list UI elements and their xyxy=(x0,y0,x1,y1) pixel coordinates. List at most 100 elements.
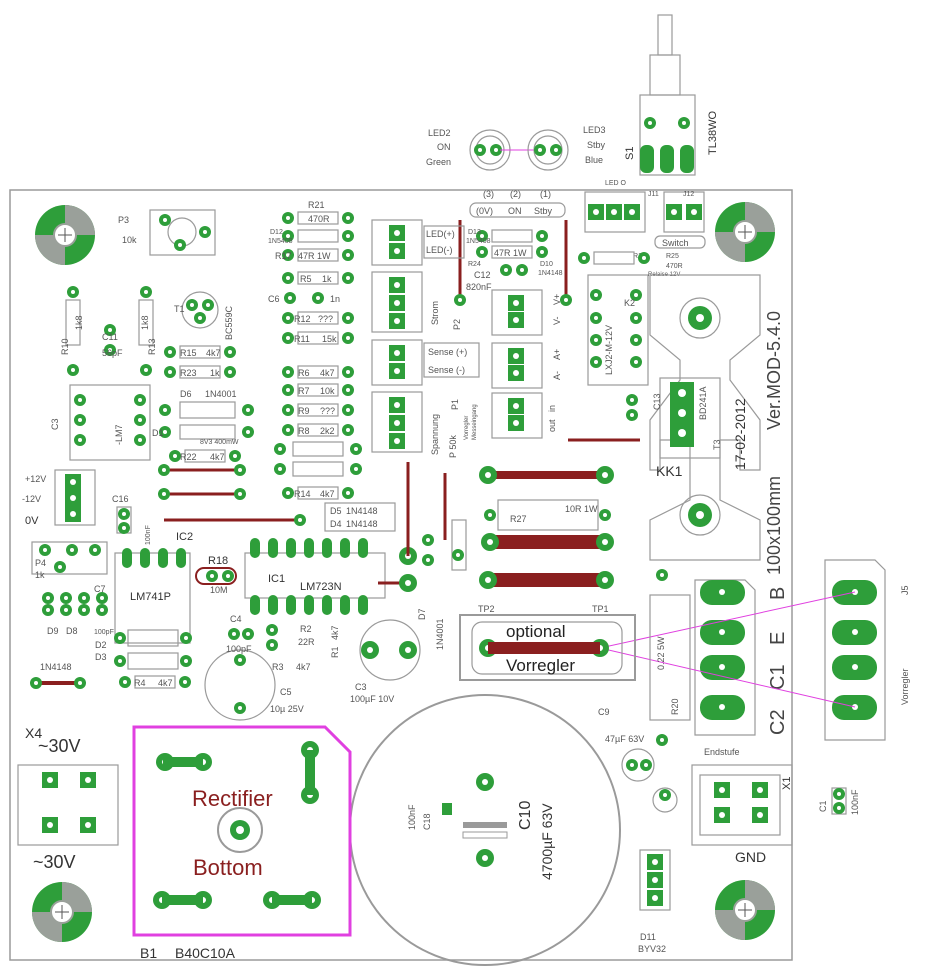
conn-spannung: Spannung xyxy=(371,391,440,455)
d12-label: D12 xyxy=(270,229,283,236)
r14-value: 4k7 xyxy=(320,489,335,499)
d12-value: 1N5408 xyxy=(268,238,293,245)
sense-minus: Sense (-) xyxy=(428,365,465,375)
ic1: IC1 LM723N xyxy=(244,538,386,615)
c7-value: 100pF xyxy=(94,629,114,636)
conn-led: LED(+) LED(-) xyxy=(371,219,465,266)
j5-vorregler: Vorregler xyxy=(900,668,910,705)
tp2: TP2 xyxy=(478,604,495,614)
board-date: 17-02-2012 xyxy=(732,398,748,470)
r15: R15 4k7 xyxy=(164,346,236,358)
t1-label: T1 xyxy=(174,304,185,314)
r14-label: R14 xyxy=(294,489,311,499)
r22-value: 4k7 xyxy=(210,452,225,462)
r10-value: 1k8 xyxy=(74,315,84,330)
r8-value: 2k2 xyxy=(320,426,335,436)
led2-name: LED2 xyxy=(428,128,451,138)
r1-value: 4k7 xyxy=(330,625,340,640)
c1: C1 xyxy=(818,800,828,812)
r15-value: 4k7 xyxy=(206,348,221,358)
d4-label: D4 xyxy=(330,519,342,529)
led2-on: ON xyxy=(437,142,451,152)
sel-0v: (0V) xyxy=(476,206,493,216)
led3: LED3 Stby Blue xyxy=(527,125,606,171)
supply-header: +12V -12V 0V xyxy=(22,469,96,527)
v-plus: V+ xyxy=(552,294,562,305)
terminal-x4: X4 ~30V ~30V xyxy=(17,725,119,872)
b1-value: B40C10A xyxy=(175,945,236,961)
d10-value: 1N4148 xyxy=(538,270,563,277)
r9-label: R9 xyxy=(298,406,310,416)
r23-label: R23 xyxy=(180,368,197,378)
c9: C9 xyxy=(598,707,610,717)
c5-value: 10µ 25V xyxy=(270,704,304,714)
r18-value: 10M xyxy=(210,585,228,595)
d11: D11 xyxy=(640,932,656,942)
c6-label: C6 xyxy=(268,294,280,304)
r24-value: 47R 1W xyxy=(494,248,527,258)
conn-sense: Sense (+) Sense (-) xyxy=(371,339,480,386)
d11-value: BYV32 xyxy=(638,944,666,954)
c11-label: C11 xyxy=(102,332,118,342)
r4: R4 xyxy=(134,678,146,688)
resistor-r27: R27 10R 1W xyxy=(484,499,611,531)
v12n: -12V xyxy=(22,494,41,504)
c4-value: 100pF xyxy=(226,644,252,654)
a-plus: A+ xyxy=(552,349,562,360)
r21-label: R21 xyxy=(308,200,325,210)
r5: R5 1k xyxy=(282,272,354,284)
r27-value: 10R 1W xyxy=(565,504,598,514)
r22-label: R22 xyxy=(180,452,197,462)
c4: C4 xyxy=(230,614,242,624)
r10: R10 1k8 xyxy=(60,286,84,376)
r5-value: 1k xyxy=(322,274,332,284)
endstufe: Endstufe xyxy=(704,747,740,757)
r21: R21 470R xyxy=(282,200,354,224)
mount-hole-bl xyxy=(31,881,93,943)
cap-c10: C10 4700µF 63V C18 100nF xyxy=(349,694,621,966)
sel-on: ON xyxy=(508,206,522,216)
r2: R2 xyxy=(300,624,312,634)
in-label: in xyxy=(547,405,557,412)
d13-value: 1N5408 xyxy=(466,238,491,245)
sel-1: (1) xyxy=(540,189,551,199)
led-header: LED O J11 J12 Switch xyxy=(584,180,706,249)
x4-label: X4 xyxy=(25,725,42,741)
r5-label: R5 xyxy=(300,274,312,284)
resistor-r4: R4 4k7 xyxy=(119,676,191,688)
board-version: Ver.MOD-5.4.0 xyxy=(764,311,784,430)
cap-c9: C9 47µF 63V xyxy=(598,707,678,813)
r12: R12 ??? xyxy=(282,312,354,324)
c2-label: C2 xyxy=(767,709,789,735)
d1-label: D1 xyxy=(152,428,164,438)
d10: D10 xyxy=(540,261,553,268)
r18: R18 xyxy=(208,555,228,567)
sel-3: (3) xyxy=(483,189,494,199)
switch-header: Switch xyxy=(662,238,689,248)
c9-value: 47µF 63V xyxy=(605,734,644,744)
led3-name: LED3 xyxy=(583,125,606,135)
r17-label: R17 xyxy=(275,251,292,261)
r23: R23 1k xyxy=(164,366,236,378)
r7: R7 10k xyxy=(282,384,354,396)
r27: R27 xyxy=(510,514,527,524)
resistor-r20: R20 0.22 5W xyxy=(649,569,691,746)
j5-label: J5 xyxy=(900,585,910,595)
r24: R24 xyxy=(468,261,481,268)
c16: C16 xyxy=(112,494,129,504)
r17-value: 47R 1W xyxy=(298,251,331,261)
x4-voltage-bottom: ~30V xyxy=(33,852,76,872)
cap-c4: C4 100pF xyxy=(226,614,254,654)
t3-value: BD241A xyxy=(698,386,708,420)
cap-c5: C5 10µ 25V xyxy=(204,649,304,721)
sense-plus: Sense (+) xyxy=(428,347,467,357)
e-label: E xyxy=(767,632,789,645)
r6-label: R6 xyxy=(298,368,310,378)
c16-value: 100nF xyxy=(145,525,152,545)
p3-value: 10k xyxy=(122,235,137,245)
led-plus: LED(+) xyxy=(426,229,455,239)
d8: D8 xyxy=(66,626,78,636)
cap-c3b: C3 100µF 10V xyxy=(350,619,421,704)
c6: C6 1n xyxy=(268,292,340,304)
v-minus: V- xyxy=(552,316,562,325)
